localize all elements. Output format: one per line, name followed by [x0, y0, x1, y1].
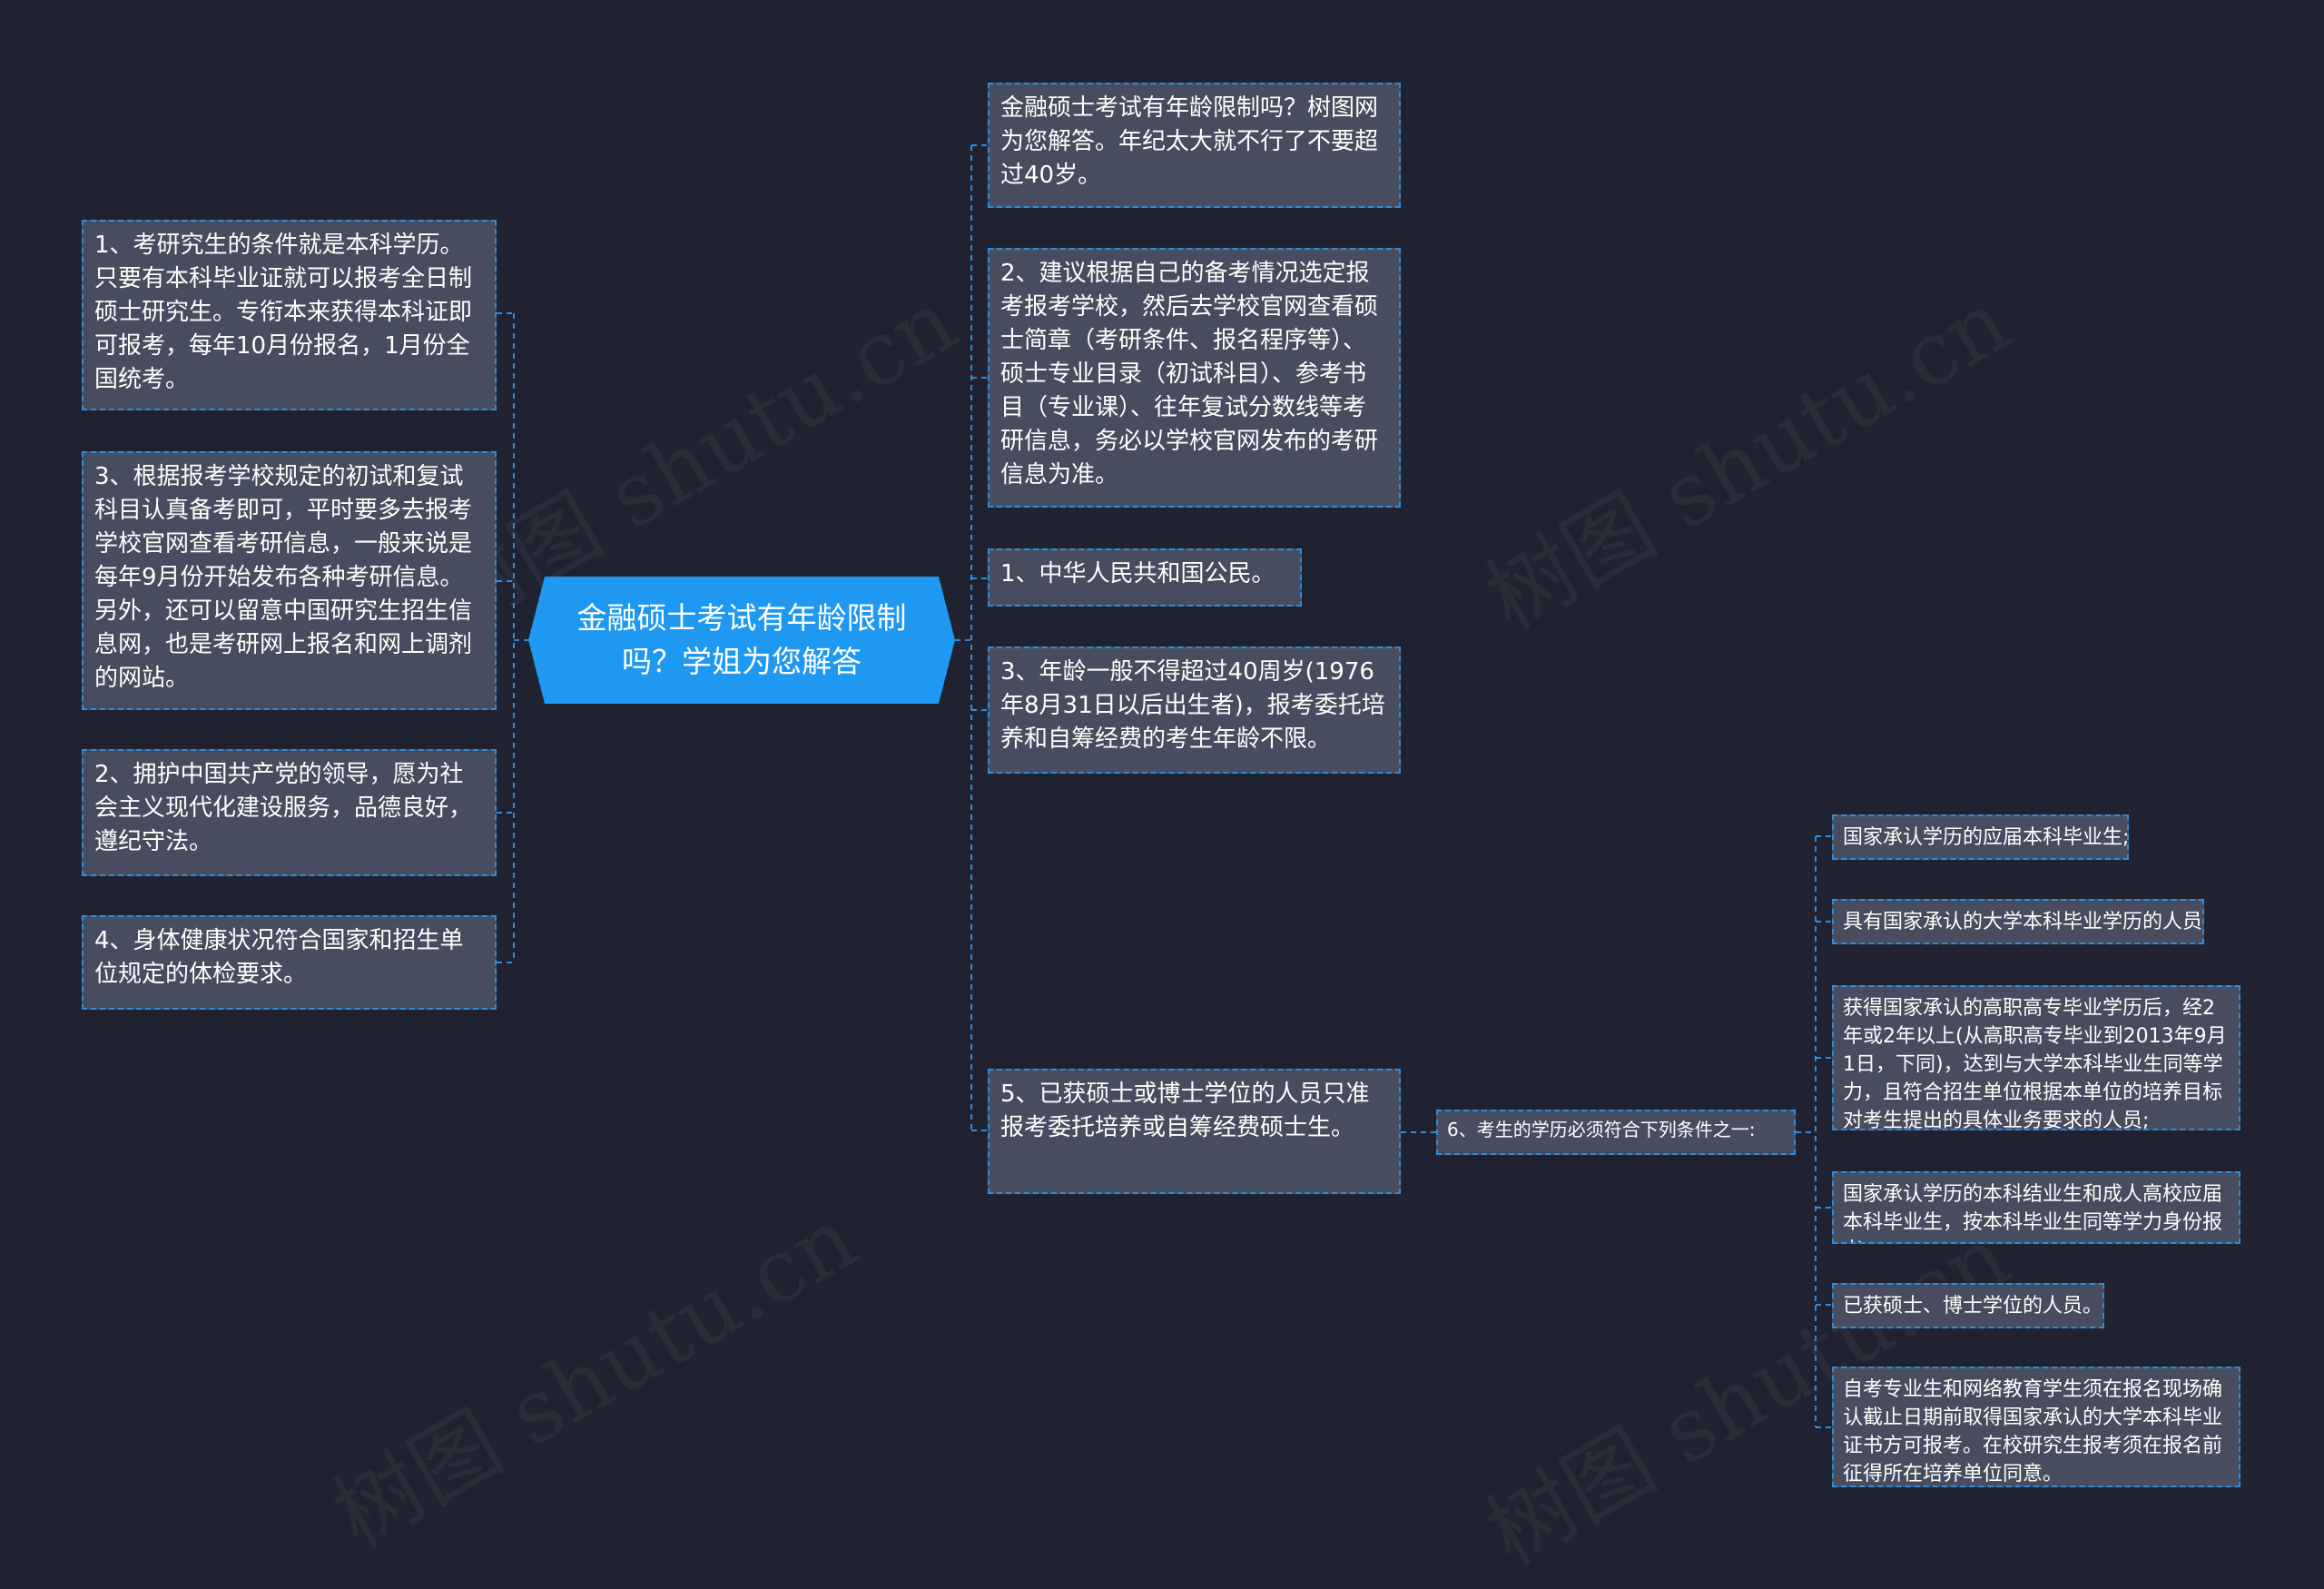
condition-item-5[interactable]: 已获硕士、博士学位的人员。	[1832, 1283, 2104, 1328]
left-node-2[interactable]: 3、根据报考学校规定的初试和复试科目认真备考即可，平时要多去报考学校官网查看考研…	[82, 451, 497, 710]
root-node[interactable]	[528, 577, 955, 704]
condition-item-6[interactable]: 自考专业生和网络教育学生须在报名现场确认截止日期前取得国家承认的大学本科毕业证书…	[1832, 1367, 2240, 1487]
condition-node[interactable]: 6、考生的学历必须符合下列条件之一:	[1436, 1110, 1796, 1155]
right-node-4[interactable]: 3、年龄一般不得超过40周岁(1976年8月31日以后出生者)，报考委托培养和自…	[988, 646, 1401, 774]
left-node-3[interactable]: 2、拥护中国共产党的领导，愿为社会主义现代化建设服务，品德良好，遵纪守法。	[82, 749, 497, 876]
root-title: 金融硕士考试有年龄限制吗？学姐为您解答	[576, 600, 907, 679]
right-node-5[interactable]: 5、已获硕士或博士学位的人员只准报考委托培养或自筹经费硕士生。	[988, 1069, 1401, 1194]
right-node-3[interactable]: 1、中华人民共和国公民。	[988, 548, 1302, 607]
condition-item-1[interactable]: 国家承认学历的应届本科毕业生;	[1832, 814, 2129, 860]
left-node-1[interactable]: 1、考研究生的条件就是本科学历。只要有本科毕业证就可以报考全日制硕士研究生。专衔…	[82, 220, 497, 410]
right-node-1[interactable]: 金融硕士考试有年龄限制吗？树图网为您解答。年纪太大就不行了不要超过40岁。	[988, 83, 1401, 208]
condition-item-4[interactable]: 国家承认学历的本科结业生和成人高校应届本科毕业生，按本科毕业生同等学力身份报考。	[1832, 1171, 2240, 1244]
right-node-2[interactable]: 2、建议根据自己的备考情况选定报考报考学校，然后去学校官网查看硕士简章（考研条件…	[988, 248, 1401, 508]
condition-item-3[interactable]: 获得国家承认的高职高专毕业学历后，经2年或2年以上(从高职高专毕业到2013年9…	[1832, 985, 2240, 1130]
left-node-4[interactable]: 4、身体健康状况符合国家和招生单位规定的体检要求。	[82, 915, 497, 1010]
condition-item-2[interactable]: 具有国家承认的大学本科毕业学历的人员;	[1832, 899, 2204, 944]
